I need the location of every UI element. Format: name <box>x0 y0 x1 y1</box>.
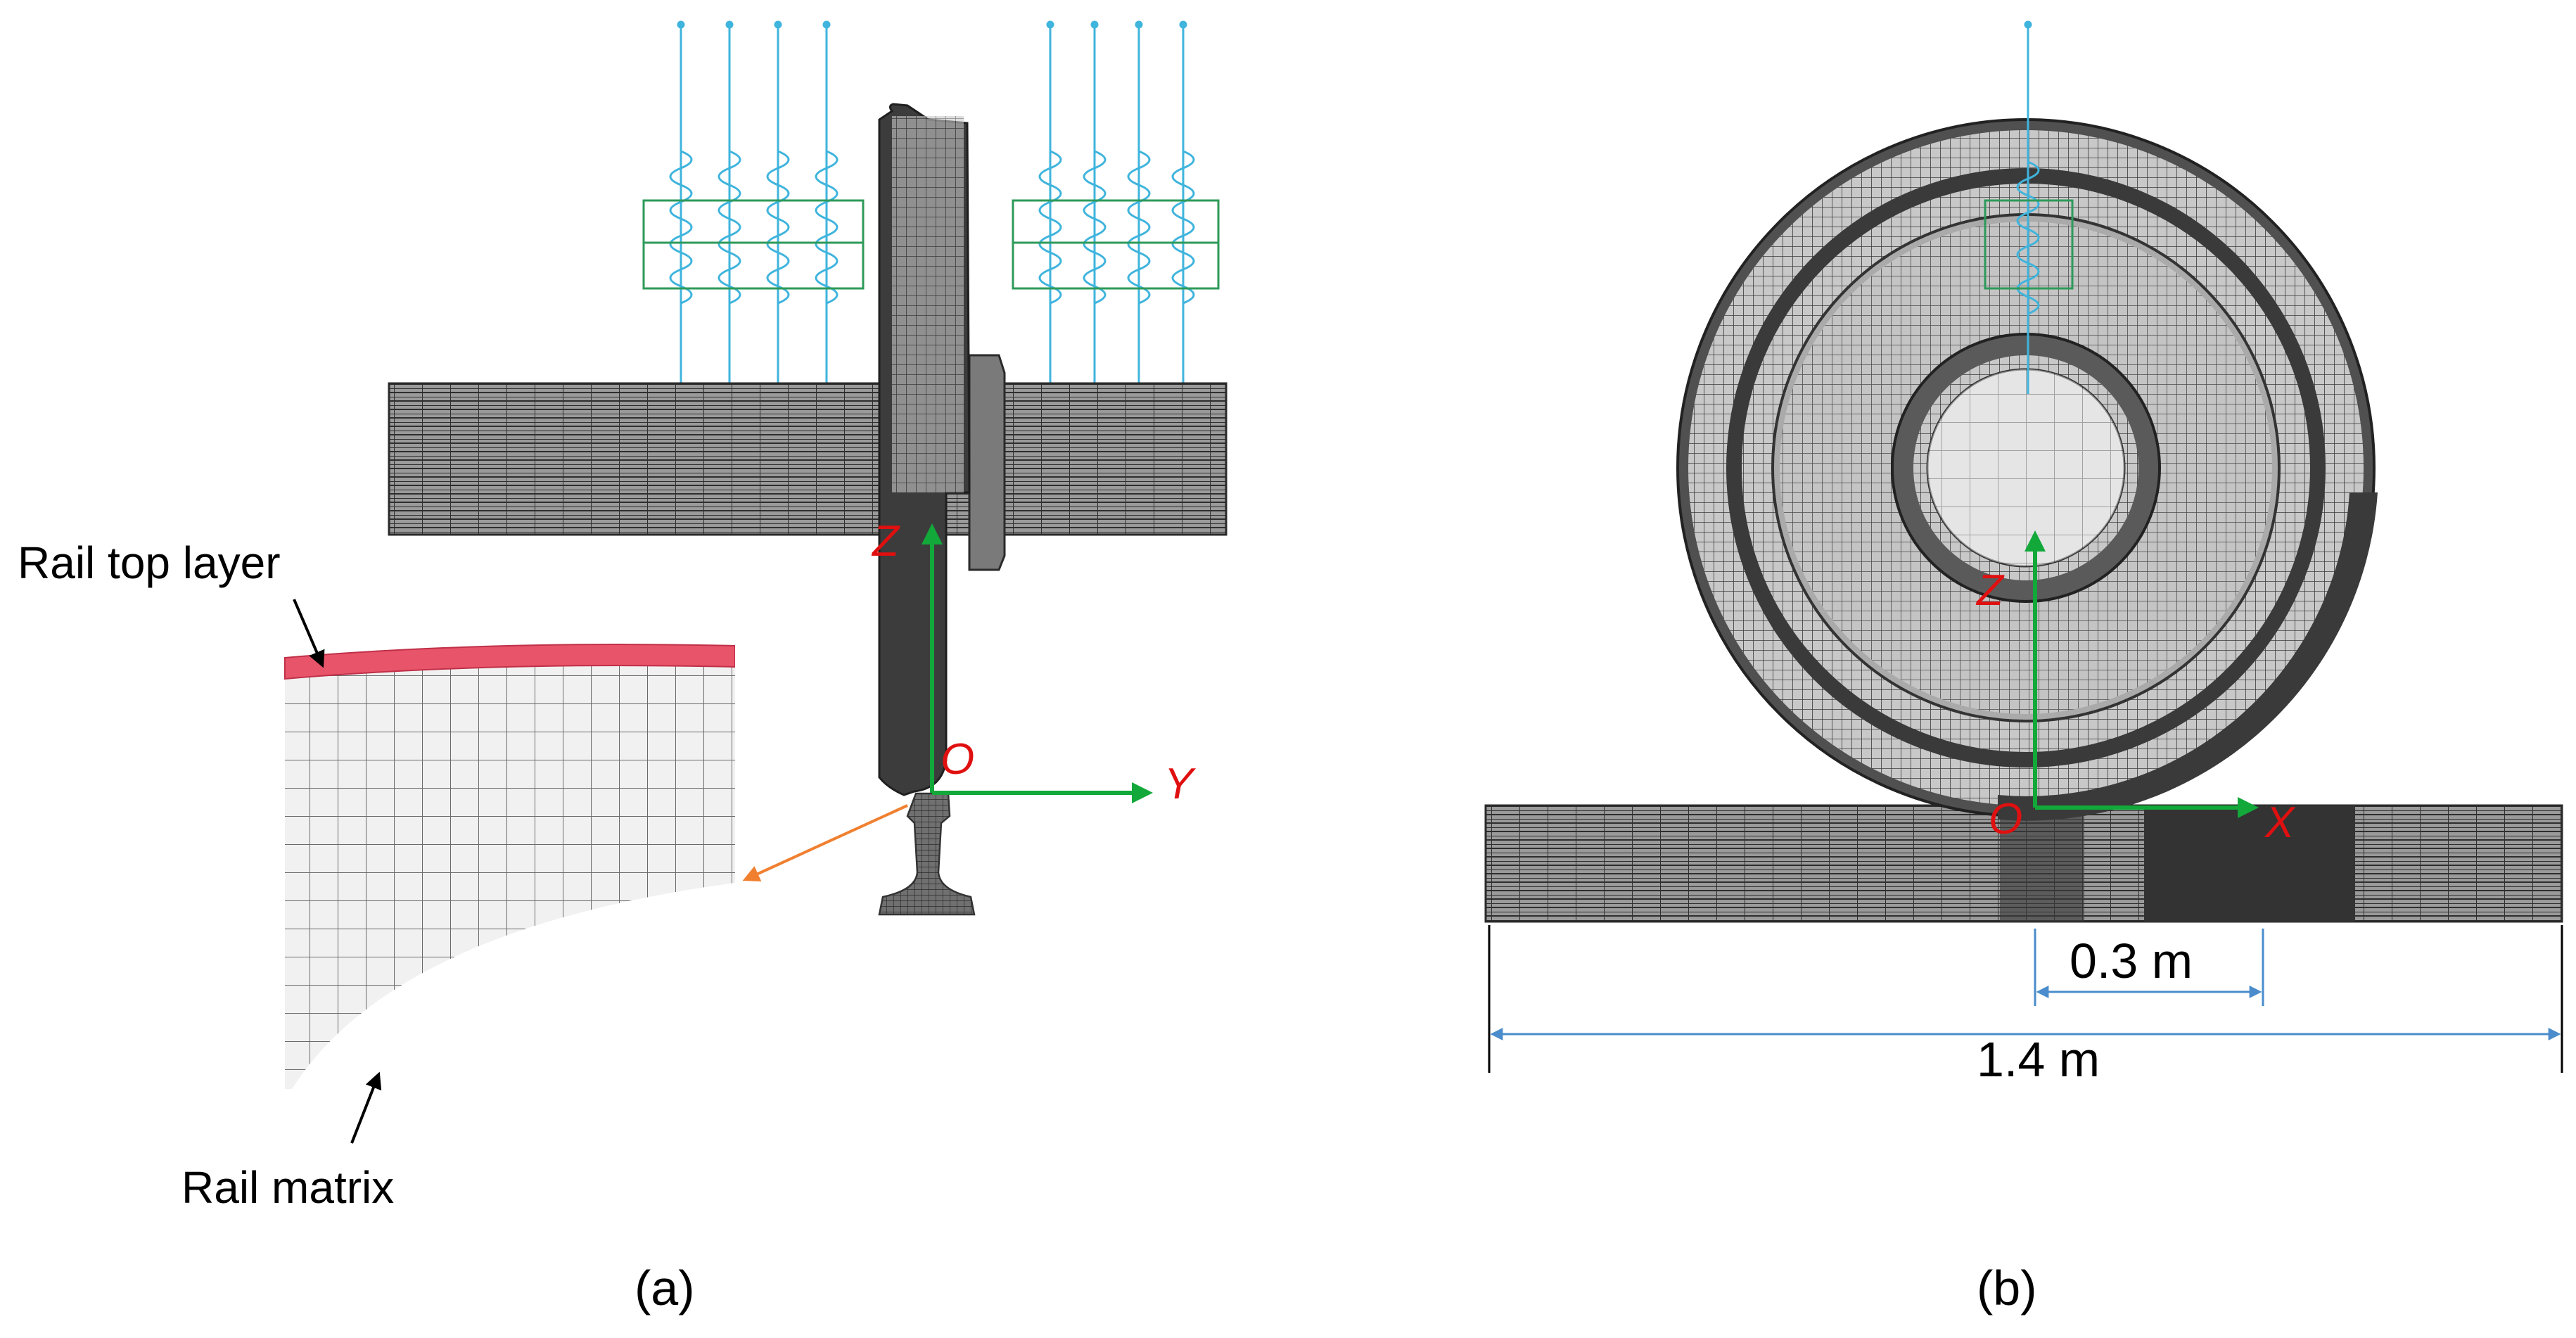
axis-x-label-b: X <box>2264 798 2296 847</box>
origin-label-a: O <box>941 735 974 784</box>
suspension-springs-left <box>669 20 839 383</box>
panel-b-caption: (b) <box>1977 1261 2037 1315</box>
suspension-springs-right <box>1038 20 1195 383</box>
panel-b: Z X O 0.3 m 1.4 m (b) <box>1484 20 2563 1315</box>
rail-mesh-b <box>1484 804 2563 923</box>
dimension-inner-label: 0.3 m <box>2070 934 2193 988</box>
panel-a-caption: (a) <box>635 1261 695 1315</box>
wheel-hub <box>968 354 1006 571</box>
axes-b <box>2025 530 2259 818</box>
rail-profile <box>878 792 976 916</box>
detail-leader-line <box>742 804 908 881</box>
axes-a <box>922 523 1153 803</box>
wheel-face-b <box>1676 118 2378 821</box>
axis-y-label-a: Y <box>1164 760 1197 808</box>
damper-box-right <box>1012 199 1220 290</box>
axis-z-label-b: Z <box>1975 566 2005 615</box>
dimension-overall <box>1488 925 2563 1073</box>
dimension-overall-label: 1.4 m <box>1977 1032 2100 1087</box>
origin-label-b: O <box>1989 795 2022 843</box>
panel-a: Z Y O Rail top layer Rail matrix (a) <box>18 20 1228 1315</box>
wheel-web-mesh <box>892 116 964 492</box>
rail-matrix-arrow <box>350 1071 382 1144</box>
axle-mesh <box>388 382 1228 536</box>
rail-top-layer-arrow <box>293 599 325 668</box>
axis-z-label-a: Z <box>871 517 900 566</box>
dimension-inner <box>2034 929 2264 1006</box>
rail-detail-mesh <box>284 640 742 1090</box>
rail-top-layer-label: Rail top layer <box>18 537 281 588</box>
rail-matrix-label: Rail matrix <box>181 1162 394 1213</box>
damper-box-b <box>1984 199 2074 290</box>
damper-box-left <box>642 199 865 290</box>
